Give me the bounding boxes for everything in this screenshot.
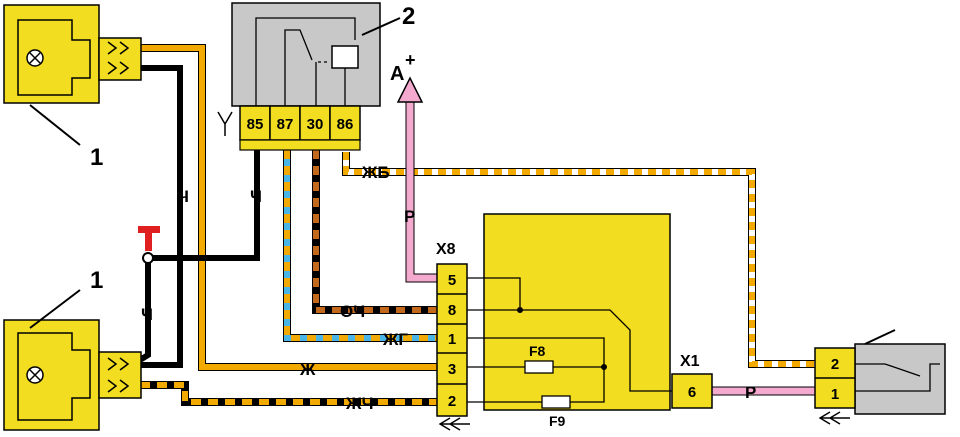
x8-pin-5: 5 xyxy=(448,272,456,289)
callout-relay: 2 xyxy=(402,3,415,30)
wire-label-ch-lower: Ч xyxy=(141,305,153,324)
wire-labels: Ч Ч Ч ЖБ Р ОЧ ЖГ Ж ЖЧ Р xyxy=(141,163,756,413)
wire-ch-relay xyxy=(148,150,260,261)
wire-och xyxy=(312,150,437,314)
fuse-f9 xyxy=(541,395,571,409)
relay-pin-30: 30 xyxy=(307,116,324,133)
wires xyxy=(138,44,815,406)
control-unit: F8 F9 xyxy=(467,213,680,429)
wire-zhb xyxy=(342,152,815,368)
wire-label-zh: Ж xyxy=(299,360,316,379)
wire-label-r-vertical: Р xyxy=(404,207,415,226)
switch-pin-2: 2 xyxy=(831,356,839,373)
x8-pin-8: 8 xyxy=(448,302,456,319)
connector-latch-icon xyxy=(438,417,470,431)
power-arrow xyxy=(396,76,424,103)
fuse-f8 xyxy=(524,360,554,374)
wire-label-r-horizontal: Р xyxy=(745,383,756,402)
connector-x1: X1 6 xyxy=(671,353,713,409)
wire-zh xyxy=(140,44,437,371)
fuse-f8-label: F8 xyxy=(529,343,546,359)
switch-pin-1: 1 xyxy=(831,386,839,403)
wire-ch-left xyxy=(140,65,183,368)
relay-pin-85: 85 xyxy=(247,116,264,133)
x8-pin-1: 1 xyxy=(448,331,456,348)
relay-pin-87: 87 xyxy=(277,116,294,133)
lamp-top-connector xyxy=(98,37,142,81)
power-label: A xyxy=(390,63,404,85)
headlamp-bottom xyxy=(3,319,142,431)
x1-label: X1 xyxy=(680,353,700,370)
lamp-bottom-connector xyxy=(98,351,142,399)
relay: 85 87 30 86 xyxy=(217,2,381,151)
connector-x8: X8 5 8 1 3 2 xyxy=(436,241,470,431)
x8-pin-3: 3 xyxy=(448,361,456,378)
connector-latch-icon xyxy=(217,111,233,136)
relay-pin-86: 86 xyxy=(337,116,354,133)
x1-pin-6: 6 xyxy=(688,384,696,401)
relay-pins: 85 87 30 86 xyxy=(239,105,361,141)
switch: 2 1 xyxy=(814,329,946,425)
callout-lamp-bottom: 1 xyxy=(90,267,103,294)
x8-label: X8 xyxy=(436,241,456,258)
wire-ch-lower xyxy=(138,258,151,363)
relay-coil xyxy=(331,45,359,69)
connector-latch-icon xyxy=(818,411,850,425)
wire-label-ch-relay: Ч xyxy=(250,187,262,206)
wire-label-ch-left: Ч xyxy=(177,187,189,206)
wire-zhch xyxy=(140,381,437,406)
x8-pin-2: 2 xyxy=(448,393,456,410)
power-sign: + xyxy=(405,50,416,70)
wire-r-vertical xyxy=(396,76,437,283)
fuse-f9-label: F9 xyxy=(549,413,566,429)
wire-zhg xyxy=(283,150,437,342)
wire-label-zhch: ЖЧ xyxy=(345,394,374,413)
wire-label-zhb: ЖБ xyxy=(361,163,390,182)
ground-symbol xyxy=(138,226,160,264)
callout-lamp-top: 1 xyxy=(90,144,103,171)
wire-label-zhg: ЖГ xyxy=(382,330,408,349)
wire-label-och: ОЧ xyxy=(340,302,365,321)
headlamp-top xyxy=(3,4,142,104)
